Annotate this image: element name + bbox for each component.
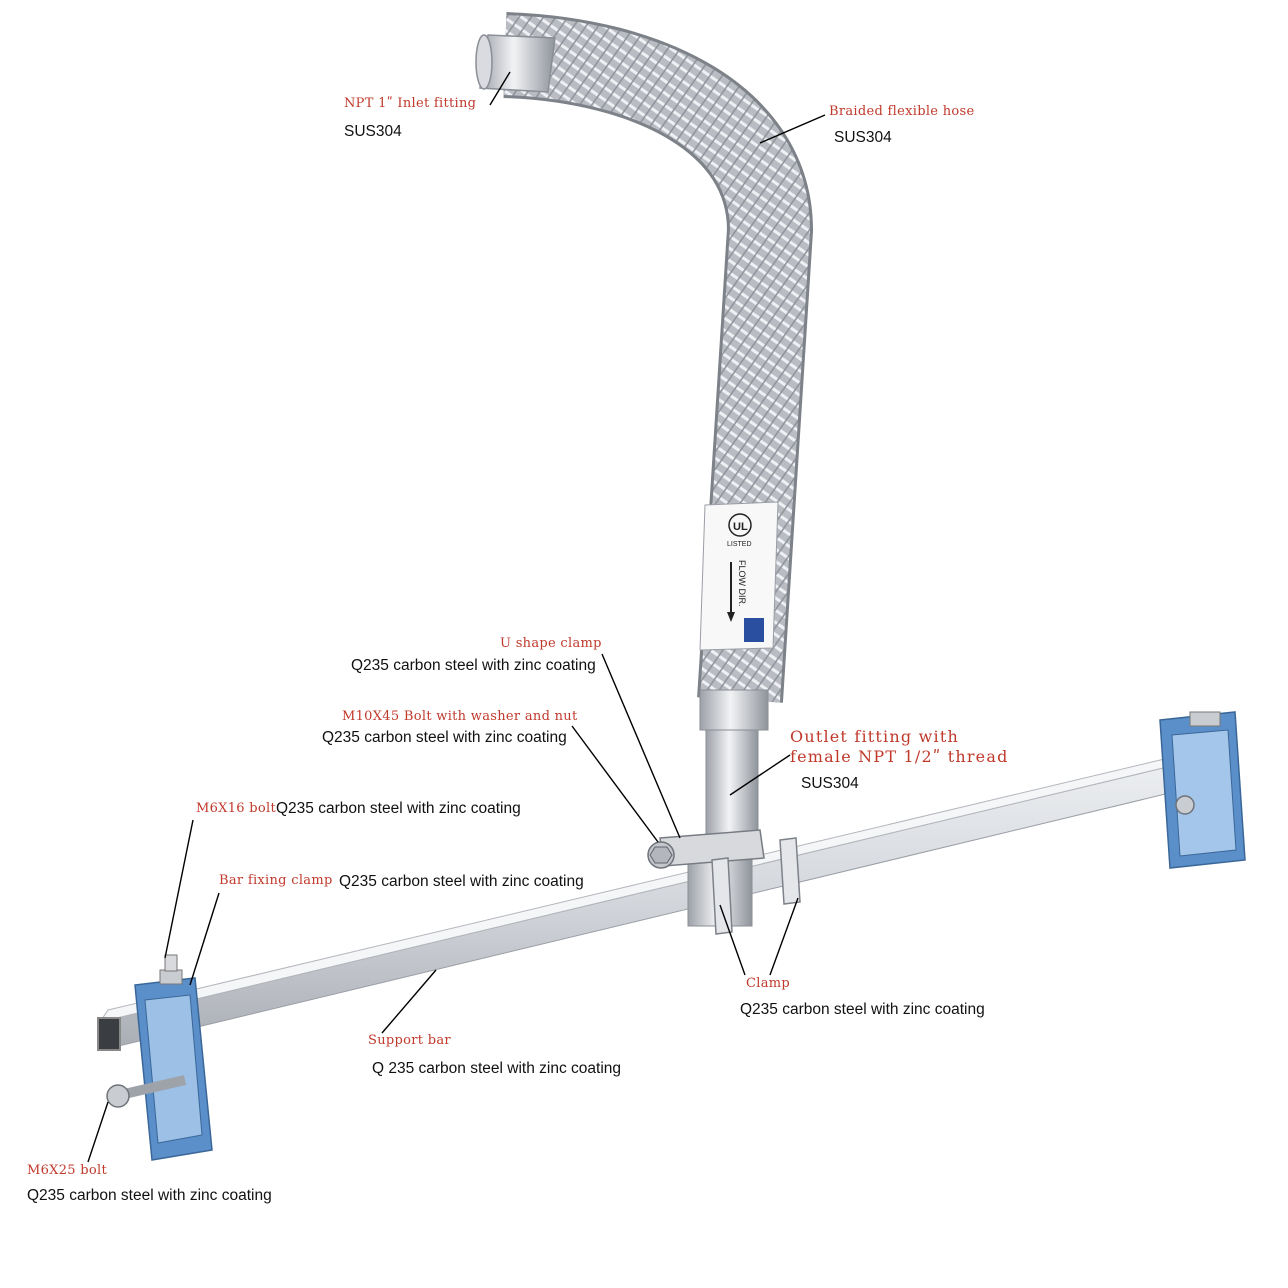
- m10-bolt-material: Q235 carbon steel with zinc coating: [322, 729, 567, 746]
- u-shape-clamp-material: Q235 carbon steel with zinc coating: [351, 657, 596, 674]
- leader-clamp-a: [719, 904, 746, 976]
- leader-m10-bolt: [571, 725, 659, 843]
- right-bar-fixing-clamp-shape: [1159, 711, 1246, 869]
- m6x16-bolt-label: M6X16 bolt: [196, 801, 277, 816]
- m6x16-bolt-material: Q235 carbon steel with zinc coating: [276, 800, 521, 817]
- braided-hose-label: Braided flexible hose: [829, 104, 975, 119]
- leader-m6x25-bolt: [87, 1101, 109, 1163]
- center-clamp-shape: [711, 837, 801, 935]
- outlet-fitting-label-line1: Outlet fitting with: [790, 727, 959, 746]
- m6x25-bolt-material: Q235 carbon steel with zinc coating: [27, 1187, 272, 1204]
- m10-bolt-label: M10X45 Bolt with washer and nut: [342, 709, 578, 724]
- outlet-fitting-label-line2: female NPT 1/2ʺ thread: [790, 747, 1009, 766]
- support-bar-shape: [97, 741, 1238, 1051]
- clamp-label: Clamp: [746, 976, 791, 991]
- ul-mark: UL: [733, 521, 748, 533]
- braided-hose-shape: [503, 12, 814, 703]
- leader-inlet: [489, 71, 511, 106]
- leader-clamp-b: [769, 897, 799, 976]
- leader-support-bar: [381, 969, 437, 1034]
- listed-text: LISTED: [727, 541, 752, 548]
- inlet-fitting-label: NPT 1ʺ Inlet fitting: [344, 96, 477, 111]
- m6x25-bolt-label: M6X25 bolt: [27, 1163, 108, 1178]
- leader-u-clamp: [601, 653, 681, 839]
- hose-label: UL LISTED FLOW DIR.: [699, 501, 779, 651]
- inlet-fitting-material: SUS304: [344, 123, 402, 140]
- leader-lines: [87, 71, 826, 1163]
- support-bar-label: Support bar: [368, 1033, 451, 1048]
- braided-hose-material: SUS304: [834, 129, 892, 146]
- left-bar-fixing-clamp-shape: [106, 954, 213, 1161]
- support-bar-material: Q 235 carbon steel with zinc coating: [372, 1060, 621, 1077]
- leader-m6x16-bolt: [164, 819, 194, 959]
- u-shape-clamp-label: U shape clamp: [500, 636, 602, 651]
- leader-hose: [759, 114, 826, 144]
- u-shape-clamp-shape: [647, 829, 765, 869]
- outlet-fitting-material: SUS304: [801, 775, 859, 792]
- leader-bar-fixing-clamp: [189, 892, 220, 986]
- inlet-fitting-shape: [475, 34, 556, 93]
- clamp-material: Q235 carbon steel with zinc coating: [740, 1001, 985, 1018]
- bar-fixing-clamp-label: Bar fixing clamp: [219, 873, 333, 888]
- bar-fixing-clamp-material: Q235 carbon steel with zinc coating: [339, 873, 584, 890]
- flow-direction-text: FLOW DIR.: [737, 560, 747, 607]
- leader-outlet: [729, 754, 791, 796]
